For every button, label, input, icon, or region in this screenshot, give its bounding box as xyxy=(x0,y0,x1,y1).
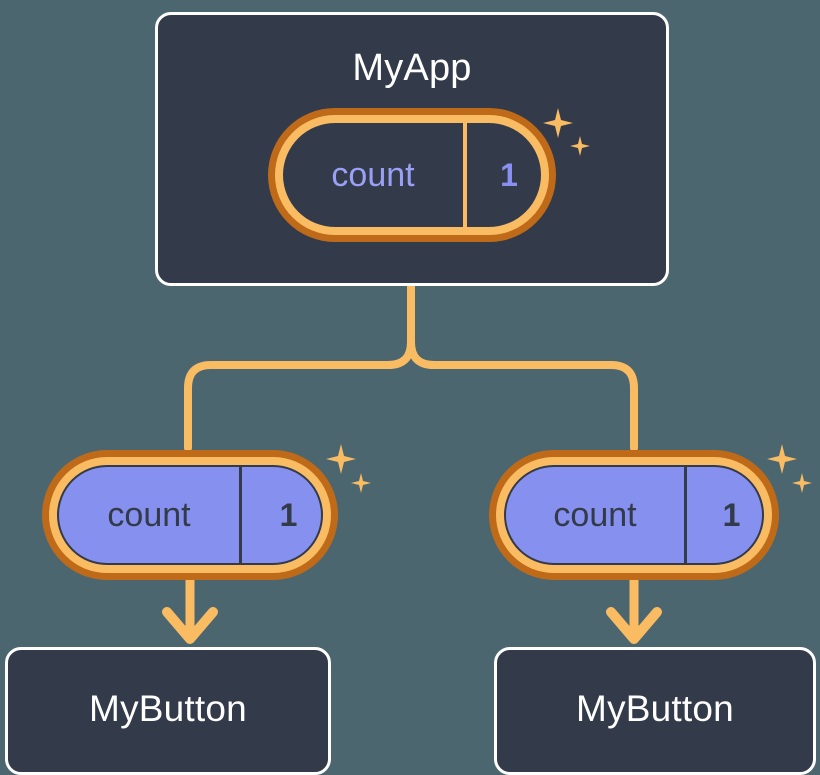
component-node-mybutton-right[interactable]: MyButton xyxy=(494,647,816,775)
arrow-head-right xyxy=(606,607,662,644)
sparkle-icon xyxy=(326,444,356,474)
component-node-mybutton-left[interactable]: MyButton xyxy=(5,647,331,775)
arrow-head-left xyxy=(162,607,218,644)
state-pill-body: count 1 xyxy=(57,465,323,565)
sparkle-icon xyxy=(767,444,797,474)
state-pill-child-left[interactable]: count 1 xyxy=(42,450,338,580)
state-pill-ring: count 1 xyxy=(496,457,772,573)
state-key-label: count xyxy=(331,155,415,194)
state-pill-body: count 1 xyxy=(283,123,541,227)
state-value-label: 1 xyxy=(239,467,321,563)
sparkle-icon xyxy=(792,473,812,493)
sparkle-icon xyxy=(351,473,371,493)
state-key-label: count xyxy=(107,495,191,534)
component-title-myapp: MyApp xyxy=(352,47,472,89)
state-pill-ring: count 1 xyxy=(275,115,549,235)
state-pill-body: count 1 xyxy=(504,465,764,565)
component-title-mybutton-left: MyButton xyxy=(89,688,247,729)
state-key-label: count xyxy=(553,495,637,534)
state-value-label: 1 xyxy=(684,467,762,563)
state-pill-child-right[interactable]: count 1 xyxy=(489,450,779,580)
component-title-mybutton-right: MyButton xyxy=(576,688,734,729)
state-pill-ring: count 1 xyxy=(49,457,331,573)
state-value-label: 1 xyxy=(463,123,541,227)
state-pill-myapp[interactable]: count 1 xyxy=(268,108,556,242)
connector-root-to-left xyxy=(184,282,415,452)
connector-root-to-right xyxy=(407,282,638,452)
